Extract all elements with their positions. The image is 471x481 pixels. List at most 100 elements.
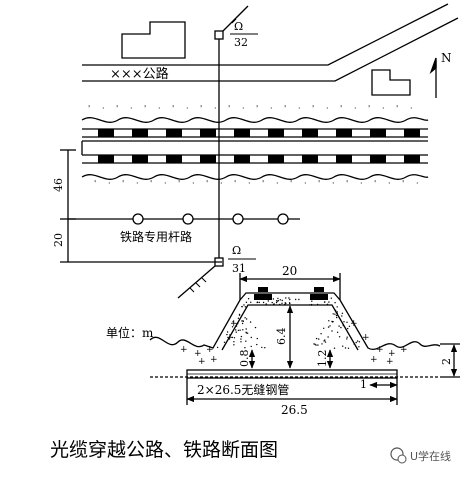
svg-text:+: + [180,345,188,355]
dim-20-left-label: 20 [52,233,65,247]
dim-top-width-label: 20 [282,264,297,278]
embankment-mark: · [382,104,385,113]
ballast-dot [298,298,300,301]
ballast-dot [346,338,348,340]
ballast-dot [314,298,316,300]
ballast-dot [336,331,339,333]
embankment-mark: ' [172,104,174,113]
ballast-dot [277,297,279,300]
road-edge-top [82,3,449,66]
embankment-mark: · [248,179,251,188]
embankment-mark: · [326,104,329,113]
ballast-dot [326,303,329,305]
ballast-dot [240,338,242,340]
ballast-dot [246,332,249,334]
ballast-dot [233,344,235,346]
ballast-dot [281,299,283,302]
ballast-dot [250,336,252,339]
ballast-dot [267,300,269,302]
ballast-dot [259,298,261,300]
sleeper [166,155,182,163]
wechat-icon [390,447,404,461]
dim-right-label: 2 [440,358,453,365]
ballast-dot [254,326,257,329]
ballast-dot [281,302,283,304]
ballast-dot [327,326,330,328]
ballast-dot [289,298,291,301]
ballast-dot [324,339,326,341]
embankment-mark: · [270,104,273,113]
embankment-mark: ' [318,179,320,188]
embankment-mark: · [186,104,189,113]
ballast-dot [358,341,361,343]
embankment-mark: · [360,179,363,188]
ballast-dot [338,336,341,338]
embankment-mark: · [410,104,413,113]
embankment-mark: · [192,179,195,188]
ballast-dot [245,301,248,303]
ballast-dot [336,312,338,315]
manhole-bottom-hatch [189,277,207,293]
ballast-dot [235,325,238,327]
svg-text:+: + [210,355,218,365]
embankment-mark: ' [262,179,264,188]
ballast-dot [232,321,234,323]
rail-left [254,294,272,300]
sleeper [370,129,386,137]
ballast-dot [328,320,330,322]
ballast-dot [233,341,235,343]
ballast-dot [245,331,247,333]
ballast-dot [231,326,234,328]
embankment-mark: ' [94,179,96,188]
embankment-mark: · [220,179,223,188]
ballast-dot [243,304,245,306]
ballast-dot [341,312,344,314]
ballast-dot [334,302,336,304]
svg-text:+: + [230,319,238,329]
ballast-dot [342,345,344,347]
ballast-dot [346,336,348,338]
ballast-dot [331,330,333,332]
road-edge-bottom [82,17,459,82]
ballast-dot [276,300,278,302]
embankment-mark: · [130,104,133,113]
svg-text:+: + [362,333,370,343]
ballast-dot [311,300,313,302]
embankment-bottom [81,174,429,180]
ballast-dot [347,347,350,349]
ballast-dot [285,297,287,299]
plan-view [60,3,459,299]
embankment-mark: ' [150,179,152,188]
ballast-dot [321,343,323,345]
embankment-mark: · [102,104,105,113]
embankment-top [81,117,429,123]
ballast-dot [329,325,331,327]
ballast-dot [271,301,273,304]
sleeper [166,129,182,137]
embankment-mark: ' [290,179,292,188]
ballast-dot [241,306,243,308]
watermark: U学在线 [390,447,451,464]
ballast-dot [295,298,297,301]
ballast-dot [279,299,281,301]
ballast-dot [256,343,258,346]
ballast-dot [318,338,320,340]
embankment-mark: · [108,179,111,188]
embankment-marks: ''··''··''··''··''··''··''··''··''··''··… [88,104,419,188]
ballast-dot [247,298,250,300]
sleeper [268,129,284,137]
svg-text:+: + [198,357,206,367]
ballast-dot [231,336,233,339]
ballast-dot [311,297,313,300]
sleepers [98,129,420,163]
ballast-dot [240,335,243,338]
ballast-dot [216,346,219,349]
ballast-dot [250,345,252,348]
ballast-dot [328,301,330,303]
sleeper [200,129,216,137]
embankment-mark: ' [396,104,398,113]
svg-text:+: + [400,345,408,355]
ballast-dot [277,300,280,302]
svg-text:+: + [226,333,234,343]
